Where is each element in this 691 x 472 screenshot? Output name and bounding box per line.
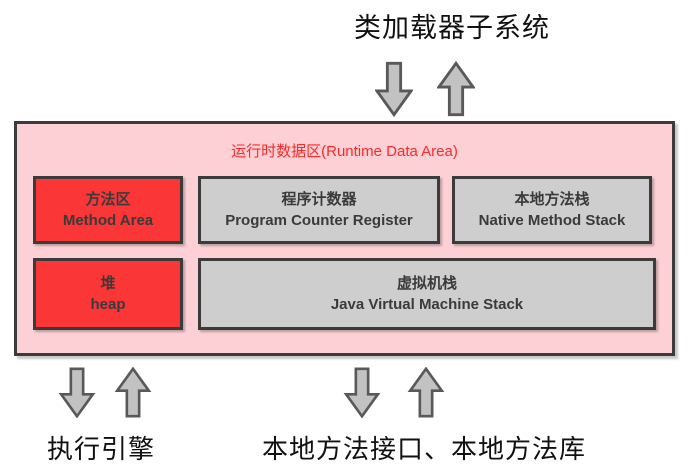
runtime-data-area-title: 运行时数据区(Runtime Data Area) — [231, 143, 458, 160]
jvm-stack-label-zh: 虚拟机栈 — [396, 275, 457, 292]
heap-label-en: heap — [90, 296, 126, 313]
arrow-up-icon — [437, 60, 475, 117]
native-method-stack-box: 本地方法栈 Native Method Stack — [452, 176, 652, 244]
java-virtual-machine-stack-box: 虚拟机栈 Java Virtual Machine Stack — [198, 258, 656, 330]
native-method-interface-label: 本地方法接口、本地方法库 — [262, 434, 587, 464]
heap-label-zh: 堆 — [100, 275, 116, 292]
native-method-stack-label-en: Native Method Stack — [478, 212, 626, 229]
arrow-down-icon — [375, 61, 413, 118]
arrow-up-icon — [407, 367, 445, 418]
arrow-up-icon — [114, 367, 152, 418]
execution-engine-label: 执行引擎 — [47, 434, 156, 464]
runtime-data-area: 运行时数据区(Runtime Data Area) 方法区 Method Are… — [14, 121, 675, 356]
heap-box: 堆 heap — [33, 258, 183, 330]
program-counter-label-zh: 程序计数器 — [281, 191, 357, 208]
class-loader-subsystem-label: 类加载器子系统 — [354, 13, 550, 43]
native-method-stack-label-zh: 本地方法栈 — [514, 191, 590, 208]
program-counter-register-box: 程序计数器 Program Counter Register — [198, 176, 440, 244]
arrow-down-icon — [58, 367, 96, 418]
jvm-stack-label-en: Java Virtual Machine Stack — [330, 296, 524, 313]
method-area-label-zh: 方法区 — [85, 191, 131, 208]
program-counter-label-en: Program Counter Register — [225, 212, 413, 229]
arrow-down-icon — [343, 367, 381, 418]
method-area-label-en: Method Area — [62, 212, 154, 229]
method-area-box: 方法区 Method Area — [33, 176, 183, 244]
